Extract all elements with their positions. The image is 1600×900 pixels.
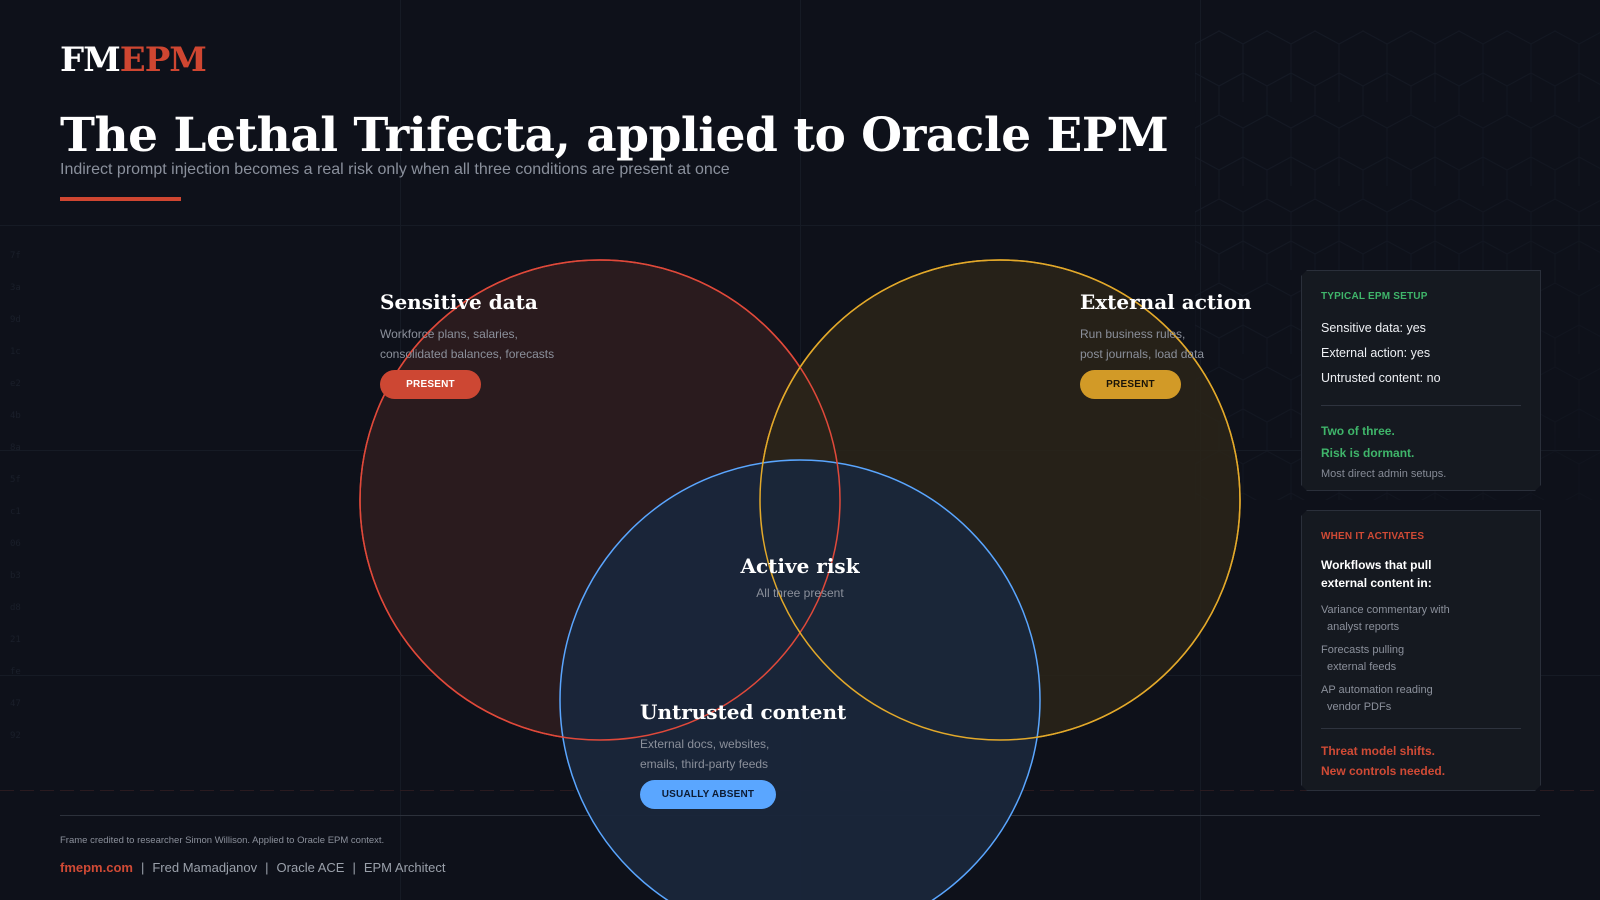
page-title: The Lethal Trifecta, applied to Oracle E… (60, 108, 1169, 163)
panel-typical-setup: TYPICAL EPM SETUP Sensitive data: yes Ex… (1301, 270, 1541, 491)
lead-line: Workflows that pull (1321, 558, 1432, 572)
status-badge: USUALLY ABSENT (640, 780, 776, 809)
intersection-label: Active risk All three present (700, 554, 900, 600)
item-line: analyst reports (1327, 621, 1400, 633)
condition-list: Sensitive data: yes External action: yes… (1321, 316, 1521, 391)
panel-heading: TYPICAL EPM SETUP (1321, 291, 1428, 302)
workflow-list: Variance commentary with analyst reports… (1321, 602, 1521, 716)
desc-line: emails, third-party feeds (640, 757, 769, 771)
item-line: Variance commentary with (1321, 604, 1450, 616)
separator: | (140, 860, 145, 875)
external-action-outline (759, 259, 1241, 741)
desc-line: post journals, load data (1080, 347, 1205, 361)
panel-divider (1321, 405, 1521, 406)
desc-line: Workforce plans, salaries, (380, 327, 518, 341)
set-sensitive-data: Sensitive data Workforce plans, salaries… (380, 290, 554, 399)
footer-byline: fmepm.com | Fred Mamadjanov | Oracle ACE | EPM… (60, 860, 445, 875)
verdict-line: Two of three. (1321, 424, 1395, 438)
panel-when-it-activates: WHEN IT ACTIVATES Workflows that pull ex… (1301, 510, 1541, 791)
item-line: vendor PDFs (1327, 701, 1392, 713)
verdict-line: Risk is dormant. (1321, 446, 1415, 460)
author-role: EPM Architect (363, 860, 446, 875)
author-role: Oracle ACE (276, 860, 345, 875)
set-description: Workforce plans, salaries, consolidated … (380, 324, 554, 364)
desc-line: Run business rules, (1080, 327, 1186, 341)
workflow-item: AP automation reading vendor PDFs (1321, 682, 1521, 716)
lead-line: external content in: (1321, 576, 1432, 590)
footer-credit: Frame credited to researcher Simon Willi… (60, 835, 385, 846)
condition-line: Sensitive data: yes (1321, 321, 1426, 335)
intersection-title: Active risk (740, 554, 860, 578)
item-line: AP automation reading (1321, 684, 1433, 696)
condition-line: External action: yes (1321, 346, 1431, 360)
brand-logo: FMEPM (60, 40, 207, 80)
set-title: External action (1080, 290, 1252, 314)
condition-line: Untrusted content: no (1321, 371, 1441, 385)
workflow-item: Variance commentary with analyst reports (1321, 602, 1521, 636)
page-subtitle: Indirect prompt injection becomes a real… (60, 161, 730, 178)
logo-fm: FM (60, 40, 121, 80)
set-description: External docs, websites, emails, third-p… (640, 734, 846, 774)
set-description: Run business rules, post journals, load … (1080, 324, 1252, 364)
set-title: Untrusted content (640, 700, 847, 724)
set-external-action: External action Run business rules, post… (1080, 290, 1252, 399)
site-link[interactable]: fmepm.com (60, 860, 133, 875)
set-title: Sensitive data (380, 290, 538, 314)
warning-line: Threat model shifts. (1321, 744, 1436, 758)
item-line: external feeds (1327, 661, 1397, 673)
desc-line: External docs, websites, (640, 737, 770, 751)
set-untrusted-content: Untrusted content External docs, website… (640, 700, 846, 809)
logo-epm: EPM (119, 40, 207, 80)
workflow-item: Forecasts pulling external feeds (1321, 642, 1521, 676)
workflow-lead: Workflows that pull external content in: (1321, 556, 1521, 592)
author-name: Fred Mamadjanov (152, 860, 258, 875)
title-accent-bar (60, 197, 181, 201)
sensitive-data-outline (359, 259, 841, 741)
panel-divider (1321, 728, 1521, 729)
separator: | (352, 860, 356, 875)
status-badge: PRESENT (380, 370, 481, 399)
desc-line: consolidated balances, forecasts (380, 347, 555, 361)
status-badge: PRESENT (1080, 370, 1181, 399)
panel-heading: WHEN IT ACTIVATES (1321, 531, 1425, 542)
item-line: Forecasts pulling (1321, 644, 1405, 656)
separator: | (265, 860, 269, 875)
warning-line: New controls needed. (1321, 764, 1446, 778)
panel-note: Most direct admin setups. (1321, 468, 1447, 480)
intersection-subtitle: All three present (756, 586, 844, 600)
